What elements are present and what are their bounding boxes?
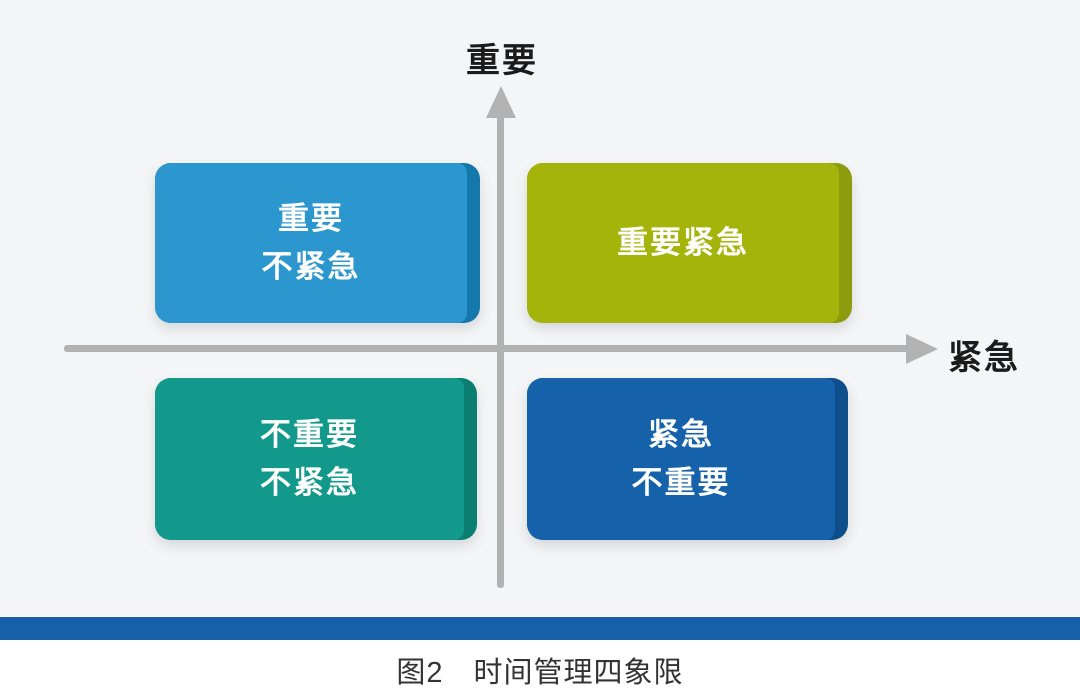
quadrant-urgent-not-important: 紧急 不重要 bbox=[527, 378, 848, 540]
quadrant-face: 重要紧急 bbox=[527, 163, 839, 323]
divider-bar bbox=[0, 617, 1080, 640]
up-arrow-icon bbox=[486, 86, 516, 118]
quadrant-label-line: 不重要 bbox=[260, 416, 359, 452]
quadrant-label-line: 重要紧急 bbox=[617, 224, 749, 260]
quadrant-label-line: 紧急 bbox=[648, 416, 714, 452]
y-axis-label: 重要 bbox=[466, 42, 538, 80]
right-arrow-icon bbox=[906, 333, 938, 364]
quadrant-not-important-not-urgent: 不重要 不紧急 bbox=[155, 378, 477, 540]
figure-caption: 图2 时间管理四象限 bbox=[0, 640, 1080, 699]
quadrant-label-line: 不紧急 bbox=[260, 465, 359, 500]
quadrant-diagram: 重要 紧急 重要 不紧急 重要紧急 不重要 不紧急 紧急 bbox=[0, 0, 1080, 617]
quadrant-face: 不重要 不紧急 bbox=[155, 378, 464, 540]
quadrant-important-not-urgent: 重要 不紧急 bbox=[155, 163, 480, 323]
x-axis-line bbox=[64, 345, 910, 352]
quadrant-label-line: 重要 bbox=[278, 200, 344, 236]
quadrant-face: 紧急 不重要 bbox=[527, 378, 835, 540]
quadrant-face: 重要 不紧急 bbox=[155, 163, 467, 323]
quadrant-label-line: 不重要 bbox=[631, 465, 731, 500]
x-axis-label: 紧急 bbox=[948, 339, 1020, 377]
quadrant-important-urgent: 重要紧急 bbox=[527, 163, 852, 323]
quadrant-label-line: 不紧急 bbox=[261, 249, 361, 284]
